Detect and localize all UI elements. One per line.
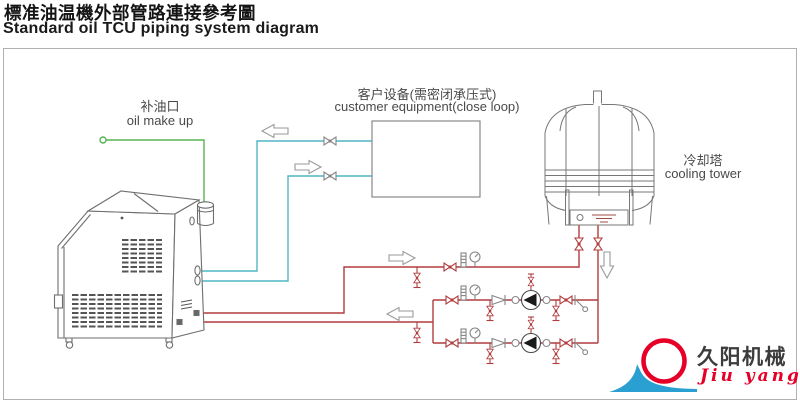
page-title-en: Standard oil TCU piping system diagram [3, 20, 320, 37]
drain-valve-icon [414, 267, 421, 288]
pressure-gauge-icon [469, 327, 481, 344]
pump-branch-1-symbols [445, 274, 589, 321]
flow-arrow-left-icon [261, 123, 289, 139]
page-title-zh: 標准油温機外部管路連接參考圖 [4, 3, 256, 23]
cooling-tower-label-en: cooling tower [664, 166, 742, 181]
pressure-gauge-icon [469, 284, 481, 301]
shutoff-valve-icon [445, 295, 459, 305]
shutoff-valve-icon [323, 136, 337, 146]
strainer-icon [574, 294, 589, 313]
oil-inlet-point [99, 136, 107, 144]
cooling-tower-label-zh: 冷却塔 [683, 153, 723, 168]
drain-valve-icon [553, 343, 560, 364]
shutoff-valve-icon [445, 338, 459, 348]
cool-supply-port [194, 275, 201, 286]
return-from-customer-pipe [201, 140, 372, 272]
check-valve-icon [491, 294, 506, 306]
air-vent-icon [528, 317, 534, 334]
customer-equipment-label-en: customer equipment(close loop) [334, 99, 520, 114]
pump-icon [521, 333, 541, 353]
company-logo-mark [609, 338, 697, 392]
diagram-border [3, 48, 797, 400]
shutoff-valve-icon [559, 338, 573, 348]
pump-icon [521, 290, 541, 310]
water-level-icon [592, 214, 616, 223]
machine-switch-box [53, 294, 64, 309]
tower-louvers [545, 169, 654, 193]
vent-louvers [72, 239, 162, 328]
cooling-tower-loop-pipes [179, 225, 599, 344]
cool-return-port [194, 265, 201, 276]
shutoff-valve-icon [323, 171, 337, 181]
flow-arrow-right-icon [294, 159, 322, 175]
shutoff-valve-icon [559, 295, 573, 305]
tower-outlet-valve-icon [594, 238, 602, 250]
tower-chimney [593, 90, 602, 104]
filter-icon [460, 328, 467, 344]
flex-joint-icon [542, 338, 551, 348]
check-valve-icon [491, 337, 506, 349]
strainer-icon [574, 337, 589, 356]
hot-return-port [176, 318, 183, 326]
hot-supply-port [193, 309, 200, 317]
flow-arrow-left-icon [386, 306, 414, 322]
logo-company-name-en: Jiu yang [700, 366, 800, 386]
logo-ring-icon [641, 338, 687, 384]
tower-inlet-valve-icon [575, 238, 583, 250]
shutoff-valve-icon [443, 262, 457, 272]
flow-arrow-right-icon [388, 250, 416, 266]
flex-joint-icon [511, 295, 520, 305]
flow-arrow-down-icon [599, 251, 615, 279]
pressure-gauge-icon [469, 251, 481, 268]
oil-makeup-label-en: oil make up [126, 113, 194, 128]
flex-joint-icon [542, 295, 551, 305]
supply-to-tower-pipe [196, 225, 580, 314]
tower-basin [569, 209, 629, 226]
tcu-machine [53, 190, 215, 349]
flex-joint-icon [511, 338, 520, 348]
logo-company-name-zh: 久阳机械 [697, 346, 787, 369]
oil-makeup-line [99, 136, 205, 202]
oil-fill-cup [189, 201, 215, 227]
customer-equipment-label-zh: 客户设备(需密闭承压式) [357, 87, 497, 102]
oil-makeup-label-zh: 补油口 [140, 99, 180, 114]
filter-icon [460, 285, 467, 301]
cooling-tower [544, 90, 655, 226]
logo-wave-icon [609, 364, 697, 392]
caster-wheels [65, 337, 174, 349]
filter-icon [460, 252, 467, 268]
pump-branch-2-symbols [445, 317, 589, 364]
customer-equipment-box [371, 120, 481, 198]
supply-to-customer-pipe [201, 175, 372, 282]
air-vent-icon [528, 274, 534, 291]
drain-valve-icon [414, 322, 421, 343]
customer-loop-pipes [201, 140, 372, 282]
drain-valve-icon [553, 300, 560, 321]
side-vent-slots [180, 299, 193, 310]
